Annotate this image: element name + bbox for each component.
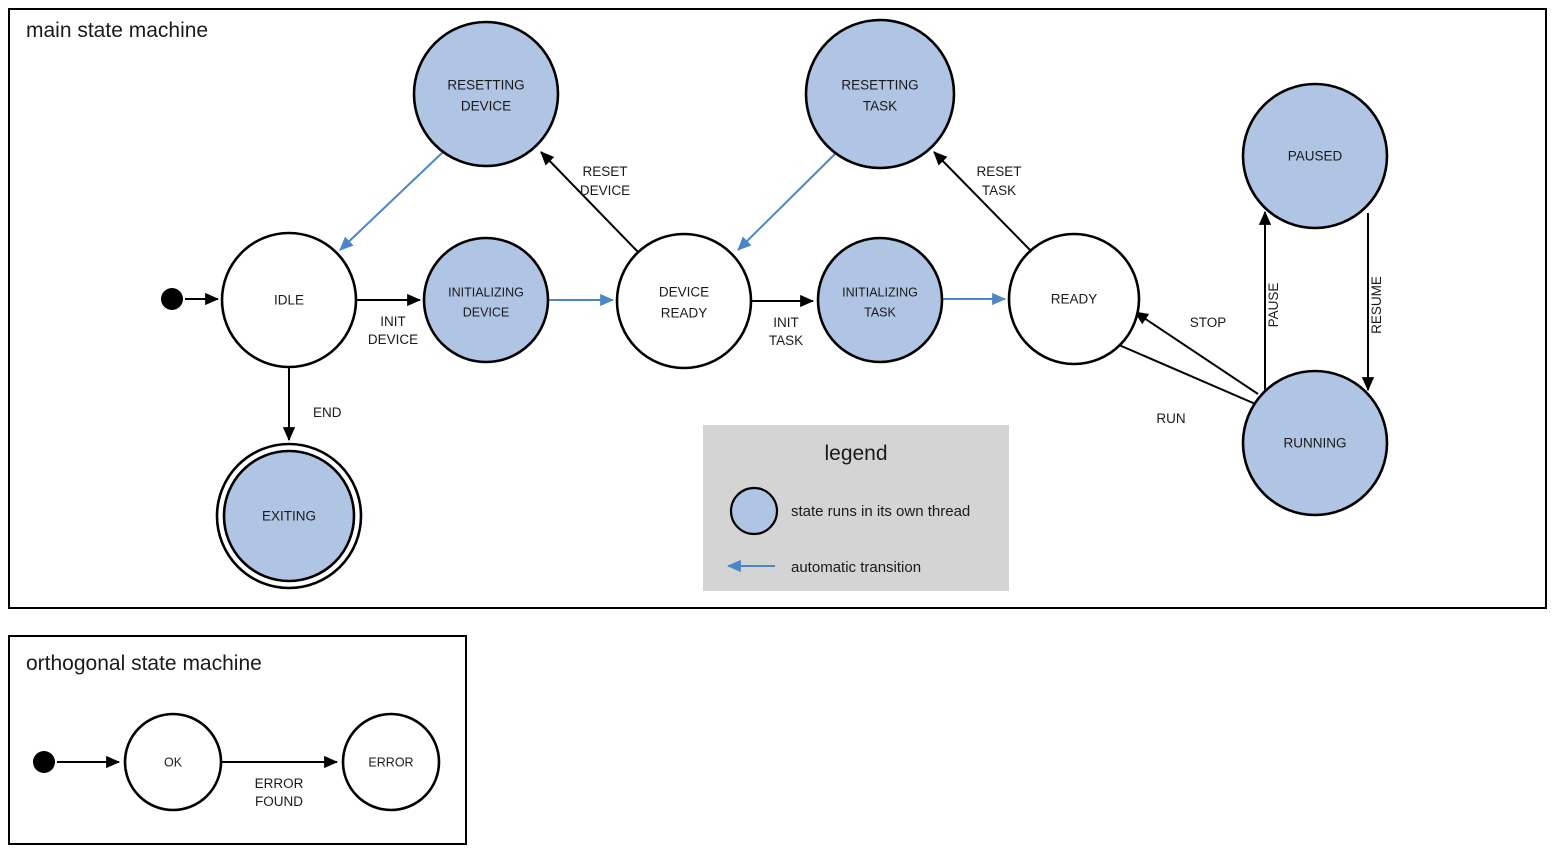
state-resetting-task-circle[interactable] [804,18,956,170]
state-resetting-device-circle[interactable] [412,20,560,168]
transition-label-run: RUN [1156,411,1185,426]
legend-thread-state-swatch-icon [729,486,779,536]
state-resetting-task-label-line2: TASK [863,99,897,114]
state-resetting-task[interactable]: RESETTING TASK [804,18,956,170]
legend-panel: legend state runs in its own thread auto… [703,425,1009,591]
state-paused-label: PAUSED [1288,149,1343,164]
legend-automatic-transition-text: automatic transition [791,559,921,576]
state-idle[interactable]: IDLE [220,231,358,369]
transition-label-reset-task-line1: RESET [976,164,1021,179]
orthogonal-transition-label-line2: FOUND [255,794,303,809]
transition-ready-resetting-task[interactable] [933,151,1033,253]
state-initializing-device[interactable]: INITIALIZING DEVICE [422,236,550,364]
state-initializing-task-label-line1: INITIALIZING [842,285,918,299]
transition-label-init-device-line1: INIT [380,314,406,329]
main-state-machine-panel: main state machine [8,8,1547,609]
orthogonal-state-ok-label: OK [164,755,183,769]
transition-ready-running[interactable] [1118,344,1269,410]
state-device-ready-circle[interactable] [615,232,753,370]
orthogonal-frame-title: orthogonal state machine [26,652,262,675]
state-paused-circle[interactable] [1241,82,1389,230]
transition-label-pause: PAUSE [1266,283,1281,328]
transitions-layer: INIT DEVICE RESET DEVICE INIT TASK RESET… [185,151,1384,442]
orthogonal-initial-state-marker [33,751,55,773]
legend-title: legend [824,442,887,465]
state-idle-circle[interactable] [220,231,358,369]
state-exiting[interactable]: EXITING [215,442,363,590]
state-ready-circle[interactable] [1007,232,1141,366]
orthogonal-state-error-label: ERROR [368,755,413,769]
transition-label-init-task-line1: INIT [773,315,799,330]
orthogonal-state-ok-circle[interactable] [123,712,223,812]
state-initializing-task-circle[interactable] [816,236,944,364]
state-initializing-task-label-line2: TASK [864,305,896,319]
state-running[interactable]: RUNNING [1241,369,1389,517]
transition-resetting-task-device-ready[interactable] [737,152,837,251]
state-device-ready-label-line1: DEVICE [659,285,709,300]
legend-thread-state-text: state runs in its own thread [791,503,970,520]
state-ready-label: READY [1051,292,1098,307]
transition-label-end: END [313,405,342,420]
state-idle-label: IDLE [274,293,304,308]
state-resetting-device[interactable]: RESETTING DEVICE [412,20,560,168]
state-initializing-device-label-line1: INITIALIZING [448,285,524,299]
state-device-ready[interactable]: DEVICE READY [615,232,753,370]
transition-label-stop: STOP [1190,315,1227,330]
state-initializing-task[interactable]: INITIALIZING TASK [816,236,944,364]
states-layer: IDLE RESETTING DEVICE INITIALIZING DEVIC… [161,18,1389,590]
transition-label-reset-task-line2: TASK [982,183,1016,198]
orthogonal-transition-label-line1: ERROR [255,776,304,791]
orthogonal-frame-border [8,635,467,845]
state-exiting-circle[interactable] [222,449,356,583]
state-ready[interactable]: READY [1007,232,1141,366]
transition-running-ready[interactable] [1134,311,1259,395]
main-frame-border [8,8,1547,609]
orthogonal-state-error[interactable]: ERROR [341,712,441,812]
transition-label-reset-device-line2: DEVICE [580,183,630,198]
state-resetting-device-label-line2: DEVICE [461,99,511,114]
initial-state-marker [161,288,183,310]
orthogonal-state-error-circle[interactable] [341,712,441,812]
state-paused[interactable]: PAUSED [1241,82,1389,230]
transition-label-reset-device-line1: RESET [582,164,627,179]
transition-resetting-device-idle[interactable] [339,151,444,251]
state-initializing-device-label-line2: DEVICE [463,305,510,319]
state-resetting-device-label-line1: RESETTING [447,78,524,93]
transition-label-init-task-line2: TASK [769,333,803,348]
state-initializing-device-circle[interactable] [422,236,550,364]
state-device-ready-label-line2: READY [661,306,708,321]
state-exiting-label: EXITING [262,509,316,524]
state-resetting-task-label-line1: RESETTING [841,78,918,93]
transition-device-ready-resetting-device[interactable] [540,151,641,255]
transition-label-resume: RESUME [1369,276,1384,334]
orthogonal-state-machine-panel: orthogonal state machine ERROR FOUND OK … [8,635,467,845]
state-running-label: RUNNING [1284,436,1347,451]
main-frame-title: main state machine [26,19,208,42]
state-running-circle[interactable] [1241,369,1389,517]
transition-label-init-device-line2: DEVICE [368,332,418,347]
orthogonal-state-ok[interactable]: OK [123,712,223,812]
